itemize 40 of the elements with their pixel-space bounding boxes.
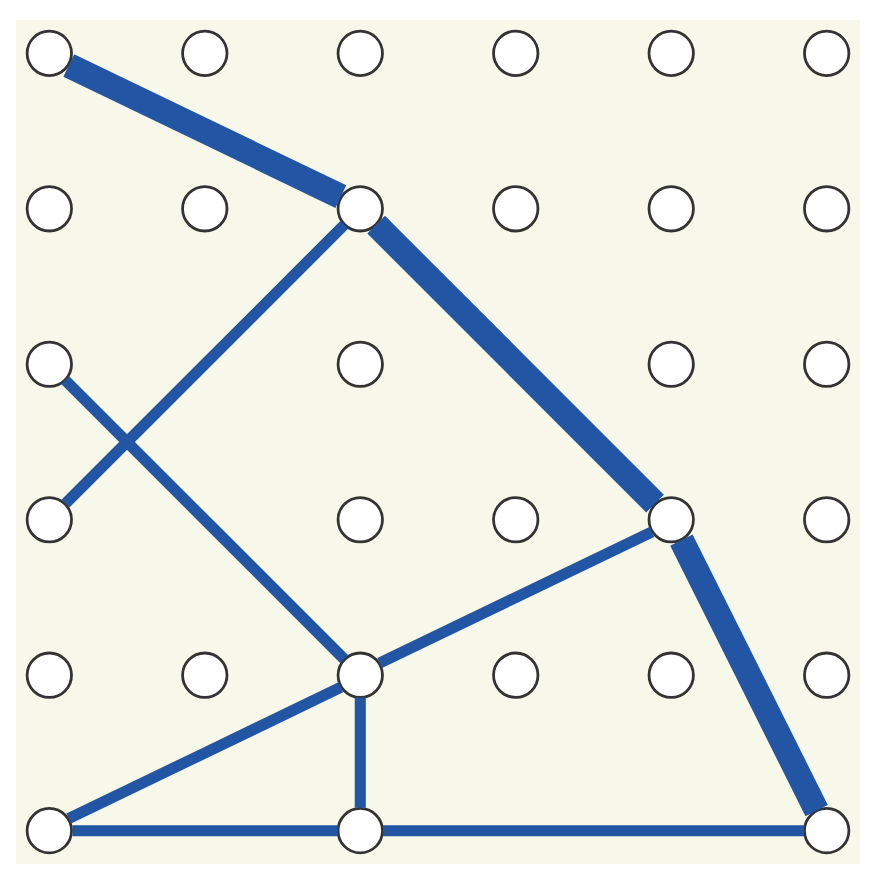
node-circle: [803, 651, 851, 699]
node-circle: [492, 185, 540, 233]
node-circle: [647, 651, 695, 699]
node-circle: [803, 185, 851, 233]
connector: [61, 220, 349, 508]
node-circle: [25, 807, 73, 855]
node-circle: [803, 29, 851, 77]
node-circle: [803, 340, 851, 388]
node-circle: [336, 340, 384, 388]
node-circle: [647, 340, 695, 388]
connector: [367, 215, 664, 513]
connector: [61, 376, 348, 663]
connector: [354, 697, 366, 808]
node-circle: [647, 496, 695, 544]
connector: [377, 526, 655, 669]
connector: [383, 825, 805, 837]
connector: [66, 682, 344, 824]
node-circle: [492, 496, 540, 544]
node-circle: [336, 496, 384, 544]
node-circle: [181, 651, 229, 699]
node-circle: [492, 29, 540, 77]
node-circle: [181, 29, 229, 77]
node-circle: [647, 185, 695, 233]
node-circle: [336, 185, 384, 233]
node-circle: [25, 496, 73, 544]
node-circle: [336, 651, 384, 699]
node-circle: [336, 807, 384, 855]
node-circle: [181, 185, 229, 233]
node-circle: [25, 340, 73, 388]
node-circle: [803, 807, 851, 855]
node-circle: [25, 29, 73, 77]
node-circle: [647, 29, 695, 77]
node-circle: [25, 651, 73, 699]
node-circle: [25, 185, 73, 233]
connector: [63, 54, 347, 208]
connector: [670, 534, 828, 817]
connector: [72, 825, 338, 837]
node-circle: [803, 496, 851, 544]
node-circle: [336, 29, 384, 77]
node-circle: [492, 651, 540, 699]
